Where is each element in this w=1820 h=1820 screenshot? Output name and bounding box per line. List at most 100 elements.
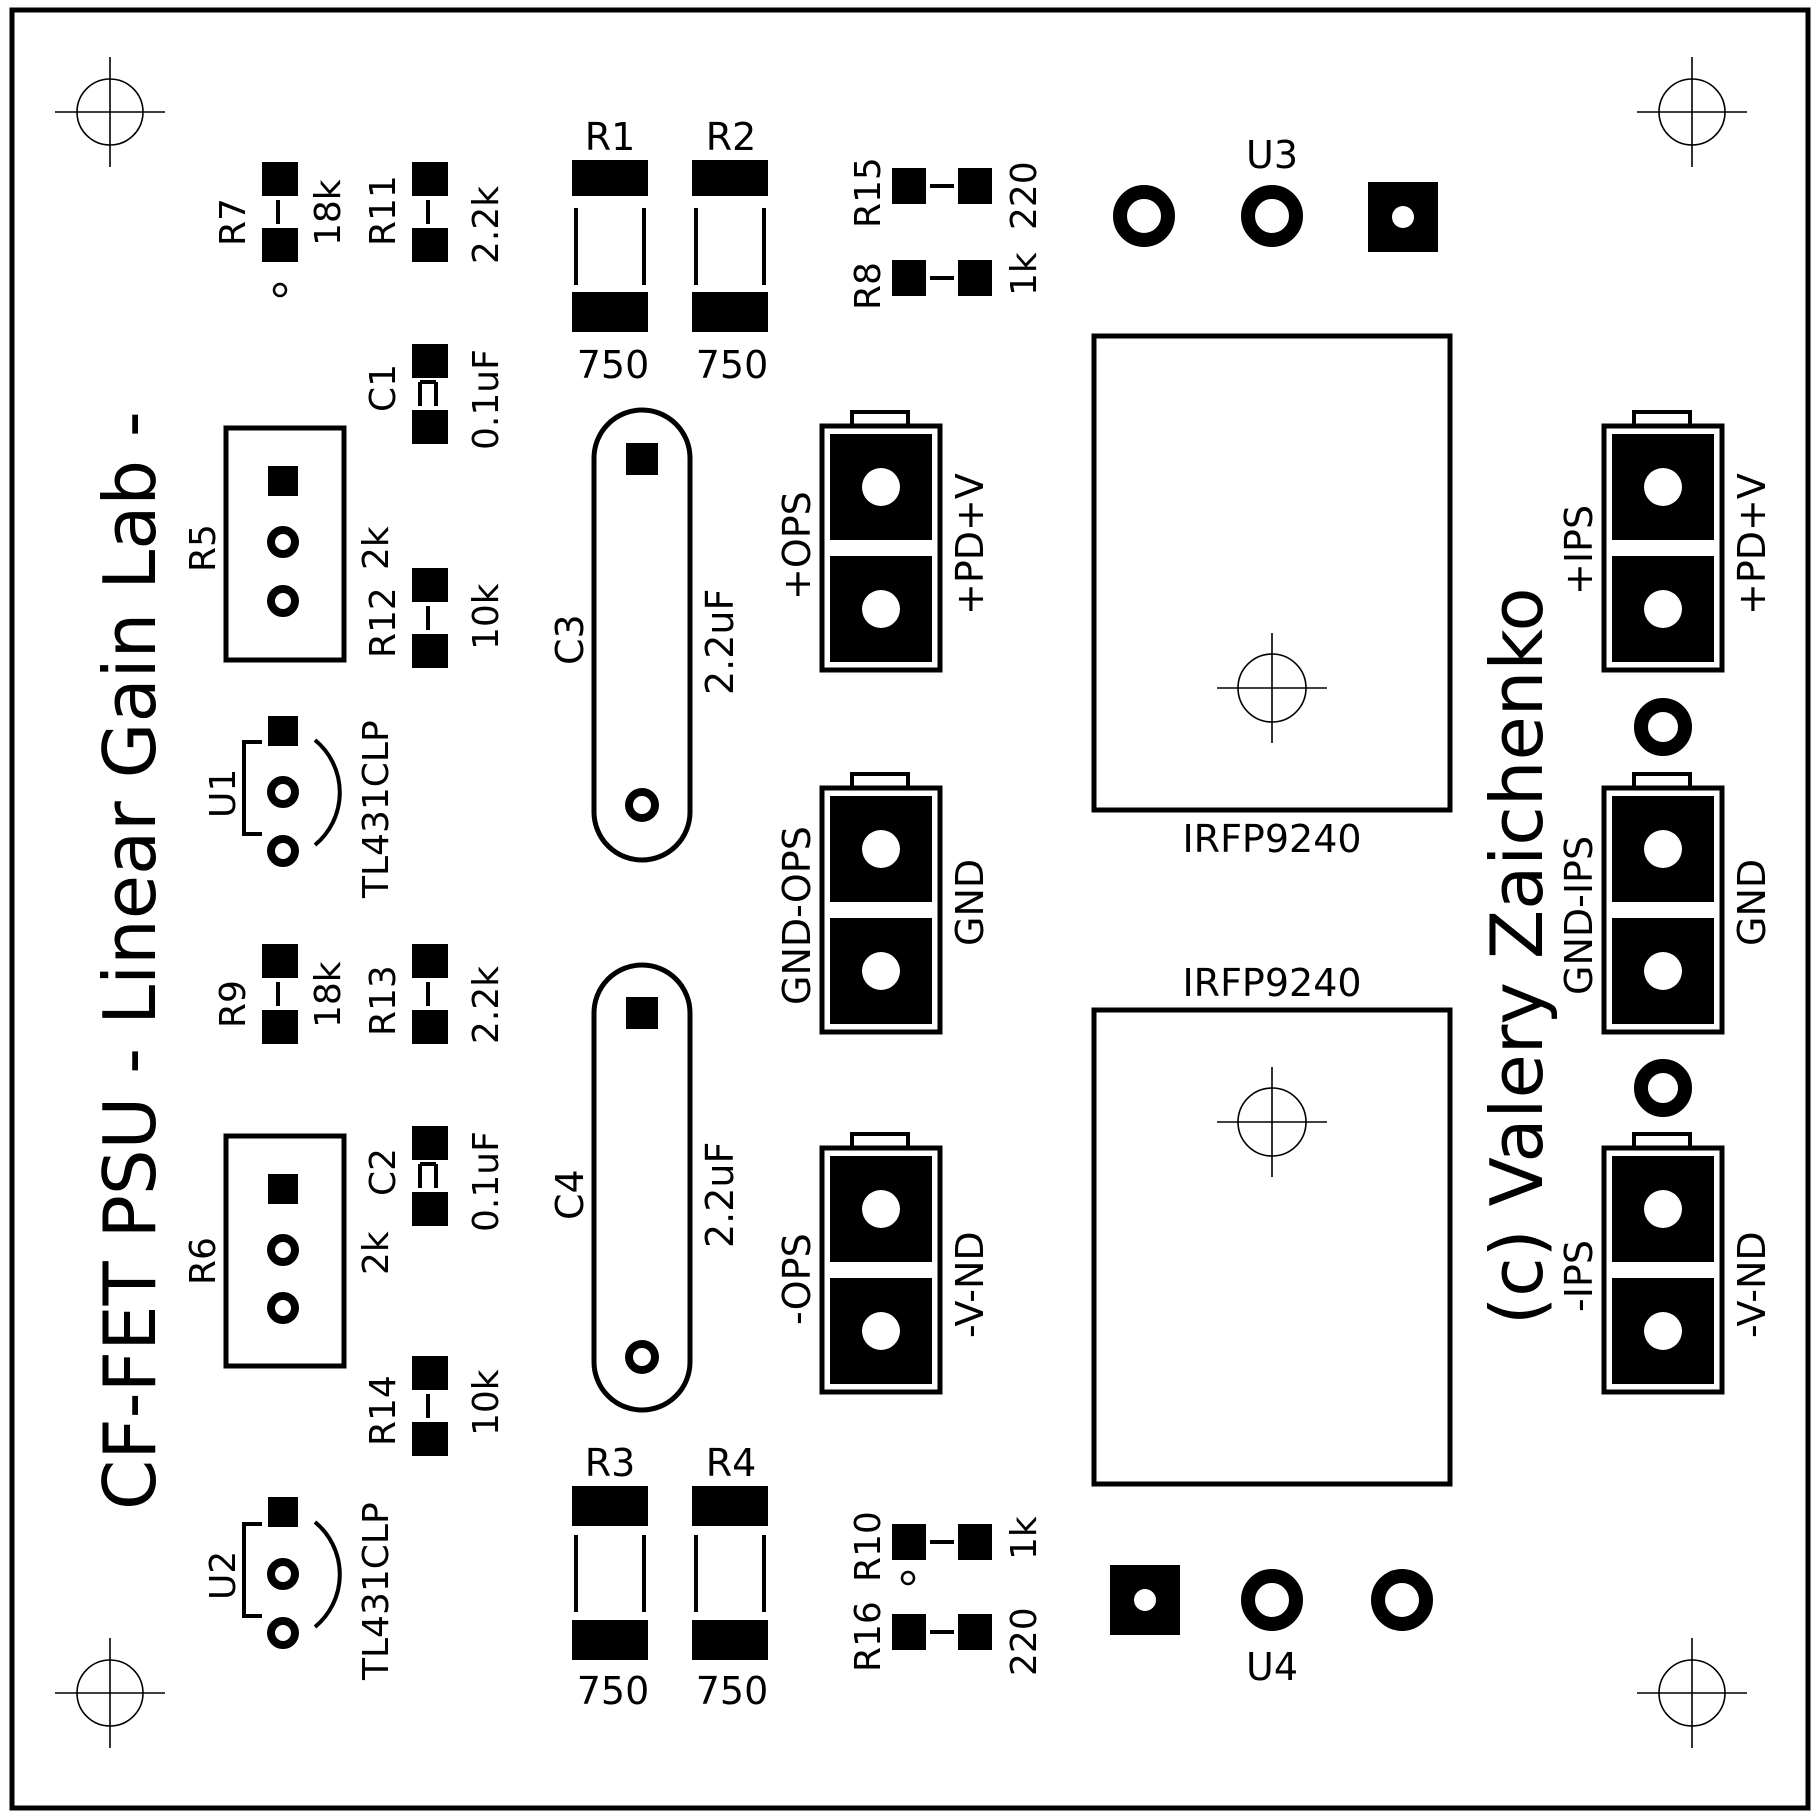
u2-ref: U2 [203, 1551, 244, 1600]
mounting-hole-top-right [1637, 57, 1747, 167]
c4-ref: C4 [548, 1169, 592, 1220]
r7-ref: R7 [213, 198, 254, 246]
capacitor-c4 [591, 962, 693, 1413]
r9-value: 18k [308, 961, 349, 1028]
board-outline [9, 7, 1811, 1811]
r6-value: 2k [356, 1231, 397, 1275]
r2-ref: R2 [706, 115, 757, 159]
smd-c1 [412, 344, 448, 444]
smd-r14 [412, 1356, 448, 1456]
connector-gnd-ops [819, 772, 943, 1035]
connector-gnd-ips [1601, 772, 1725, 1035]
trimmer-r6 [223, 1133, 347, 1369]
c3-value: 2.2uF [698, 589, 742, 695]
smd-r12 [412, 568, 448, 668]
mounting-hole-top-left [55, 57, 165, 167]
p-ops-right-label: +PD+V [948, 473, 992, 615]
capacitor-c3 [591, 407, 693, 863]
r16-value: 220 [1004, 1607, 1045, 1676]
board-author: (c) Valery Zaichenko [1475, 587, 1559, 1325]
c3-ref: C3 [548, 614, 592, 665]
regulator-u1 [242, 716, 342, 867]
r5-ref: R5 [183, 524, 224, 572]
connector-p-ops [819, 410, 943, 673]
connector-p-ips [1601, 410, 1725, 673]
r4-ref: R4 [706, 1441, 757, 1485]
resistor-r1 [572, 160, 648, 332]
u3-value: IRFP9240 [1182, 817, 1361, 861]
resistor-r4 [692, 1486, 768, 1660]
r6-ref: R6 [183, 1237, 224, 1285]
r4-value: 750 [696, 1669, 769, 1713]
m-ips-right-label: -V-ND [1730, 1231, 1774, 1338]
r13-value: 2.2k [466, 966, 507, 1044]
u3-ref: U3 [1246, 133, 1298, 177]
c2-value: 0.1uF [466, 1131, 507, 1232]
c2-ref: C2 [363, 1148, 404, 1196]
smd-c2 [412, 1126, 448, 1226]
u1-ref: U1 [203, 769, 244, 818]
mosfet-u4 [1091, 1007, 1453, 1635]
mounting-hole-bottom-left [55, 1638, 165, 1748]
r12-value: 10k [466, 583, 507, 650]
u4-ref: U4 [1246, 1645, 1298, 1689]
u2-value: TL431CLP [356, 1502, 397, 1681]
smd-r16 [892, 1614, 992, 1650]
gnd-ips-right-label: GND [1730, 859, 1774, 946]
r1-value: 750 [577, 343, 650, 387]
u1-value: TL431CLP [356, 720, 397, 899]
mounting-hole-bottom-right [1637, 1638, 1747, 1748]
r7-value: 18k [308, 179, 349, 246]
m-ops-left-label: -OPS [775, 1233, 819, 1325]
r10-ref: R10 [848, 1511, 889, 1582]
r15-value: 220 [1004, 161, 1045, 230]
smd-r8 [892, 260, 992, 296]
r16-ref: R16 [848, 1601, 889, 1672]
r11-value: 2.2k [466, 186, 507, 264]
gnd-ops-right-label: GND [948, 859, 992, 946]
r3-value: 750 [577, 1669, 650, 1713]
p-ops-left-label: +OPS [775, 491, 819, 600]
board-title: CF-FET PSU - Linear Gain Lab - [88, 411, 172, 1510]
c1-value: 0.1uF [466, 349, 507, 450]
r15-ref: R15 [848, 157, 889, 228]
gnd-ops-left-label: GND-OPS [775, 826, 819, 1005]
pad-right-lower [1634, 1059, 1692, 1117]
trimmer-r5 [223, 425, 347, 663]
c1-ref: C1 [363, 364, 404, 412]
m-ops-right-label: -V-ND [948, 1231, 992, 1338]
gnd-ips-left-label: GND-IPS [1557, 836, 1601, 995]
r14-ref: R14 [363, 1375, 404, 1446]
smd-r13 [412, 944, 448, 1044]
r5-value: 2k [356, 526, 397, 570]
r12-ref: R12 [363, 587, 404, 658]
p-ips-left-label: +IPS [1557, 505, 1601, 595]
mosfet-u3 [1091, 182, 1453, 813]
r8-ref: R8 [848, 262, 889, 310]
u4-value: IRFP9240 [1182, 961, 1361, 1005]
r14-value: 10k [466, 1369, 507, 1436]
r9-ref: R9 [213, 980, 254, 1028]
connector-m-ops [819, 1132, 943, 1395]
resistor-r2 [692, 160, 768, 332]
r13-ref: R13 [363, 965, 404, 1036]
m-ips-left-label: -IPS [1557, 1240, 1601, 1312]
r8-value: 1k [1004, 252, 1045, 296]
c4-value: 2.2uF [698, 1142, 742, 1248]
r10-value: 1k [1004, 1516, 1045, 1560]
r2-value: 750 [696, 343, 769, 387]
smd-r15 [892, 168, 992, 204]
r1-ref: R1 [585, 115, 636, 159]
regulator-u2 [242, 1497, 342, 1649]
smd-r11 [412, 162, 448, 262]
r11-ref: R11 [363, 175, 404, 246]
smd-r7 [262, 162, 298, 298]
p-ips-right-label: +PD+V [1730, 473, 1774, 615]
smd-r9 [262, 944, 298, 1044]
resistor-r3 [572, 1486, 648, 1660]
r3-ref: R3 [585, 1441, 636, 1485]
pad-right-upper [1634, 698, 1692, 756]
connector-m-ips [1601, 1132, 1725, 1395]
smd-r10 [892, 1524, 992, 1586]
